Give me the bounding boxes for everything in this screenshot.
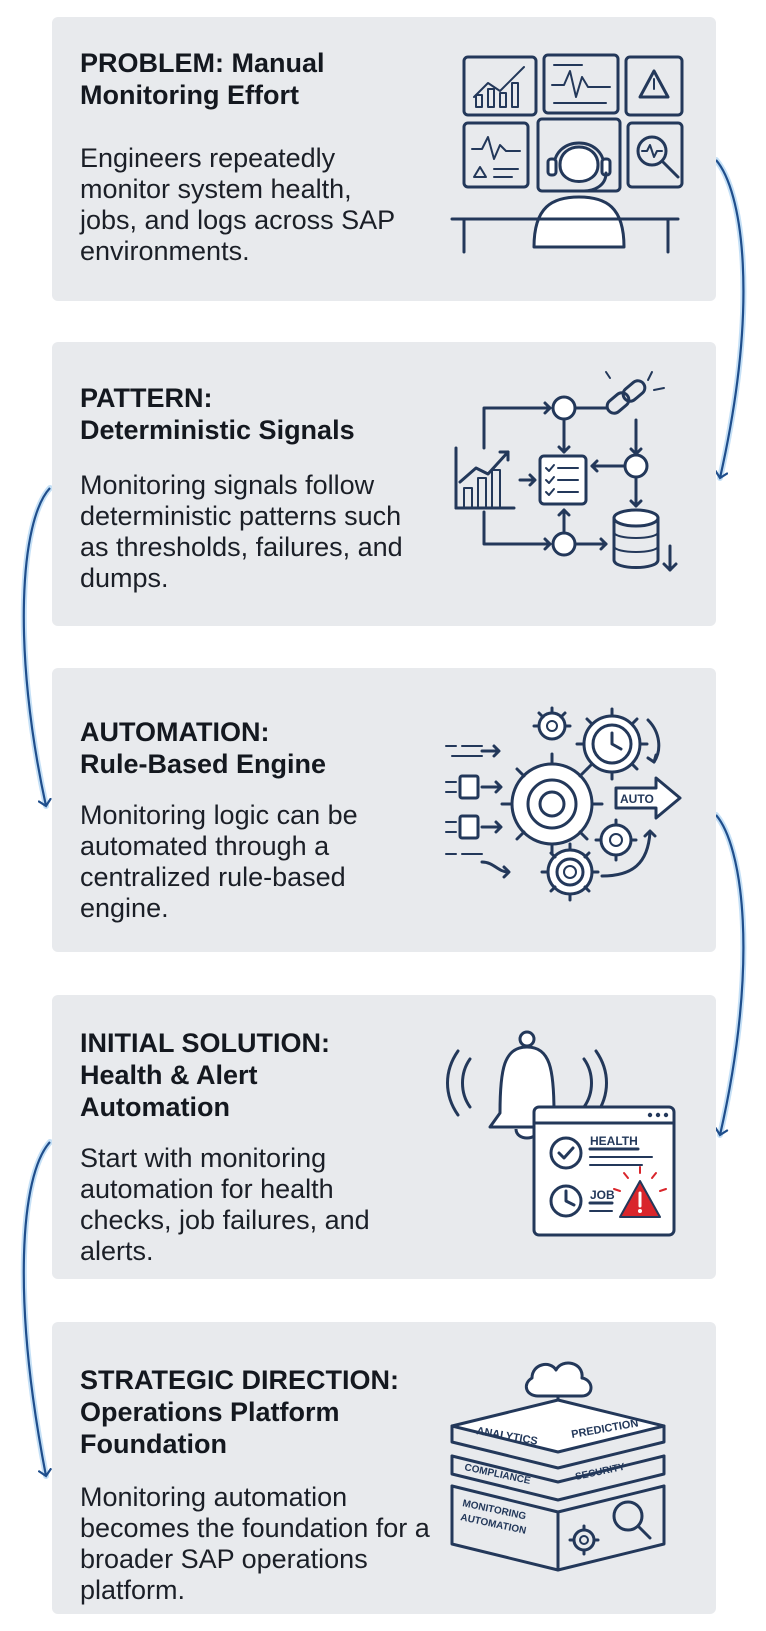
title-line: INITIAL SOLUTION:	[80, 1028, 330, 1058]
step-title: STRATEGIC DIRECTION: Operations Platform…	[80, 1364, 440, 1460]
title-line: PROBLEM: Manual	[80, 48, 325, 78]
bell-alert-panel-icon: HEALTH JOB	[442, 1029, 682, 1249]
step-description: Engineers repeatedly monitor system heal…	[80, 143, 395, 266]
connector-4-to-5	[20, 1139, 53, 1479]
step-title: PATTERN: Deterministic Signals	[80, 382, 410, 446]
title-line: Automation	[80, 1092, 230, 1122]
step-title: PROBLEM: Manual Monitoring Effort	[80, 47, 410, 111]
title-line: STRATEGIC DIRECTION:	[80, 1365, 399, 1395]
title-line: Operations Platform	[80, 1397, 340, 1427]
title-line: Rule-Based Engine	[80, 749, 327, 779]
title-line: Monitoring Effort	[80, 80, 299, 110]
connector-3-to-4	[713, 812, 747, 1138]
step-description: Monitoring logic can be automated throug…	[80, 800, 358, 923]
engineer-monitoring-dashboards-icon	[442, 47, 684, 277]
job-label: JOB	[590, 1188, 615, 1202]
step-title: INITIAL SOLUTION: Health & Alert Automat…	[80, 1027, 410, 1123]
step-description: Monitoring signals follow deterministic …	[80, 470, 403, 593]
platform-stack-icon: ANALYTICS PREDICTION COMPLIANCE SECURITY…	[442, 1356, 682, 1586]
title-line: PATTERN:	[80, 383, 213, 413]
auto-label: AUTO	[620, 792, 654, 806]
title-line: Deterministic Signals	[80, 415, 355, 445]
connector-2-to-3	[20, 485, 53, 809]
signal-flow-diagram-icon	[442, 371, 682, 588]
step-description: Monitoring automation becomes the founda…	[80, 1482, 430, 1605]
title-line: Health & Alert	[80, 1060, 258, 1090]
step-card-pattern: PATTERN: Deterministic Signals Monitorin…	[52, 342, 716, 626]
title-line: Foundation	[80, 1429, 227, 1459]
step-description: Start with monitoring automation for hea…	[80, 1143, 370, 1266]
health-label: HEALTH	[590, 1134, 638, 1148]
title-line: AUTOMATION:	[80, 717, 270, 747]
step-card-strategic-direction: STRATEGIC DIRECTION: Operations Platform…	[52, 1322, 716, 1614]
step-title: AUTOMATION: Rule-Based Engine	[80, 716, 410, 780]
step-card-automation: AUTOMATION: Rule-Based Engine Monitoring…	[52, 668, 716, 952]
step-card-problem: PROBLEM: Manual Monitoring Effort Engine…	[52, 17, 716, 301]
step-card-initial-solution: INITIAL SOLUTION: Health & Alert Automat…	[52, 995, 716, 1279]
security-label: SECURITY	[574, 1462, 626, 1483]
gears-automation-icon: AUTO	[442, 704, 682, 914]
connector-1-to-2	[713, 157, 747, 481]
